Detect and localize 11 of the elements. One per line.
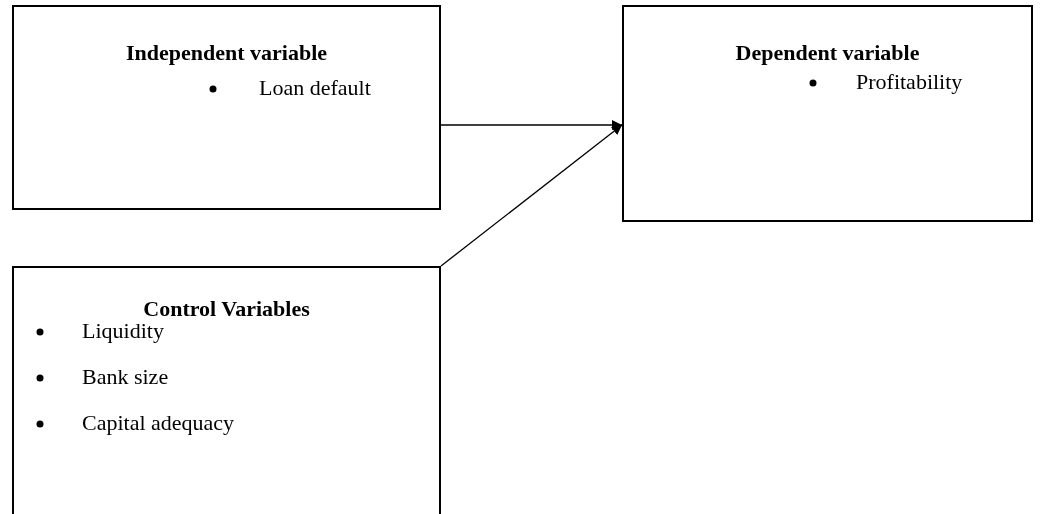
- arrow: [440, 124, 623, 267]
- box-heading: Dependent variable: [734, 40, 921, 66]
- bullet-item: Capital adequacy: [82, 410, 235, 436]
- box-heading: Independent variable: [124, 40, 329, 66]
- bullet-item: Loan default: [259, 75, 371, 101]
- bullet-item: Profitability: [856, 69, 963, 95]
- arrow: [440, 120, 623, 130]
- variable-box: [12, 266, 441, 514]
- variable-box: [12, 5, 441, 210]
- bullet-item: Bank size: [82, 364, 169, 390]
- variable-box: [622, 5, 1033, 222]
